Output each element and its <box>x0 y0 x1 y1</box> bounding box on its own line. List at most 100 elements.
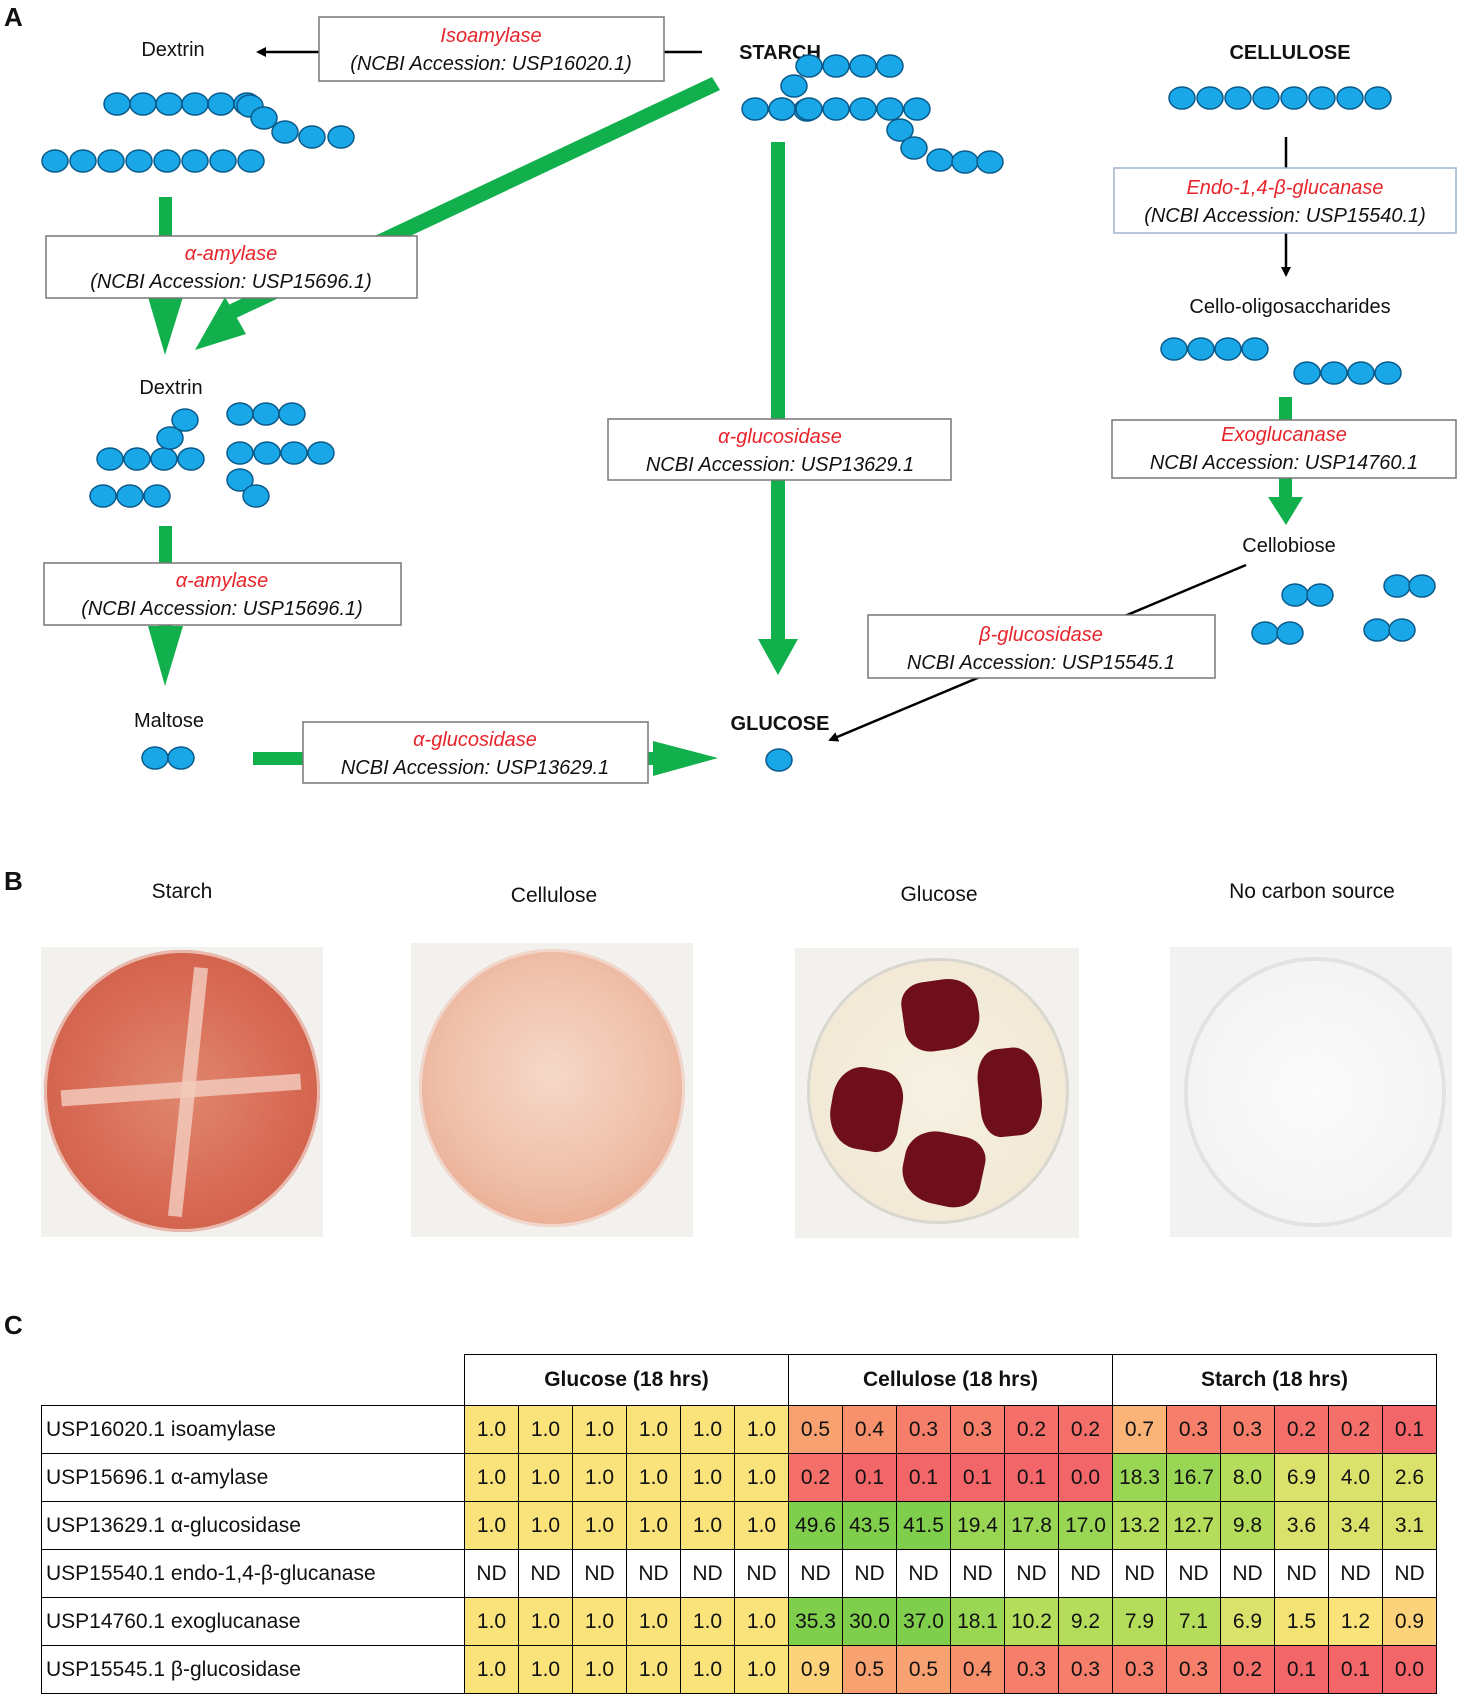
heatmap-cell: 0.3 <box>1004 1645 1059 1694</box>
heatmap-cell: 0.9 <box>1382 1597 1437 1646</box>
glucose-label: GLUCOSE <box>731 713 830 735</box>
heatmap-cell: 0.9 <box>788 1645 843 1694</box>
glucose-bead <box>1276 621 1304 645</box>
glucose-bead <box>69 149 97 173</box>
heatmap-cell: 1.0 <box>518 1453 573 1502</box>
heatmap-cell: 1.0 <box>464 1453 519 1502</box>
dextrin-top-label: Dextrin <box>141 39 204 61</box>
heatmap-cell: 12.7 <box>1166 1501 1221 1550</box>
endoglucanase-acc: (NCBI Accession: USP15540.1) <box>1144 205 1426 227</box>
heatmap-cell: 8.0 <box>1220 1453 1275 1502</box>
heatmap-cell: 0.2 <box>1004 1405 1059 1454</box>
glucose-bead <box>103 92 131 116</box>
row-label: USP15540.1 endo-1,4-β-glucanase <box>41 1549 465 1598</box>
heatmap-cell: 41.5 <box>896 1501 951 1550</box>
glucose-bead <box>1320 361 1348 385</box>
glucose-bead <box>226 402 254 426</box>
amylase1-acc: (NCBI Accession: USP15696.1) <box>90 271 372 293</box>
glucose-bead <box>1168 86 1196 110</box>
panel-letter-c: C <box>4 1310 23 1340</box>
heatmap-cell: 0.3 <box>1220 1405 1275 1454</box>
heatmap-cell: 3.4 <box>1328 1501 1383 1550</box>
heatmap-cell: 1.0 <box>464 1597 519 1646</box>
heatmap-cell: 0.5 <box>788 1405 843 1454</box>
heatmap-cell: 1.0 <box>680 1501 735 1550</box>
glucose-bead <box>250 106 278 130</box>
heatmap-cell: ND <box>1166 1549 1221 1598</box>
heatmap-cell: 0.0 <box>1382 1645 1437 1694</box>
heatmap-cell: 0.0 <box>1058 1453 1113 1502</box>
glucose-bead <box>150 447 178 471</box>
heatmap-cell: 0.5 <box>842 1645 897 1694</box>
heatmap-cell: 0.3 <box>1112 1645 1167 1694</box>
glucose-bead <box>900 136 928 160</box>
heatmap-cell: ND <box>1328 1549 1383 1598</box>
glucose-bead <box>886 118 914 142</box>
glucose-bead <box>1251 621 1279 645</box>
expression-heatmap-table: Glucose (18 hrs) Cellulose (18 hrs) Star… <box>41 1354 1437 1694</box>
plate-label-no-carbon: No carbon source <box>1229 880 1395 903</box>
heatmap-cell: 0.5 <box>896 1645 951 1694</box>
heatmap-cell: 0.3 <box>896 1405 951 1454</box>
row-label: USP15696.1 α-amylase <box>41 1453 465 1502</box>
heatmap-cell: 1.0 <box>518 1501 573 1550</box>
heatmap-cell: 18.1 <box>950 1597 1005 1646</box>
glucose-bead <box>278 402 306 426</box>
heatmap-cell: 0.3 <box>1166 1405 1221 1454</box>
glucose-bead <box>1160 337 1188 361</box>
heatmap-cell: 0.3 <box>1058 1645 1113 1694</box>
heatmap-cell: 17.8 <box>1004 1501 1059 1550</box>
glucose-bead <box>1187 337 1215 361</box>
heatmap-cell: ND <box>1382 1549 1437 1598</box>
glucose-bead <box>271 120 299 144</box>
glucose-bead <box>116 484 144 508</box>
isoamylase-name: Isoamylase <box>440 25 541 47</box>
glucose-bead <box>129 92 157 116</box>
amylase2-acc: (NCBI Accession: USP15696.1) <box>81 598 363 620</box>
heatmap-cell: ND <box>734 1549 789 1598</box>
heatmap-cell: 1.0 <box>464 1405 519 1454</box>
heatmap-cell: 4.0 <box>1328 1453 1383 1502</box>
bglucosidase-acc: NCBI Accession: USP15545.1 <box>907 652 1175 674</box>
glucose-bead <box>1293 361 1321 385</box>
heatmap-cell: 3.6 <box>1274 1501 1329 1550</box>
heatmap-cell: 1.0 <box>680 1405 735 1454</box>
heatmap-cell: 1.5 <box>1274 1597 1329 1646</box>
row-label: USP13629.1 α-glucosidase <box>41 1501 465 1550</box>
heatmap-cell: 9.2 <box>1058 1597 1113 1646</box>
heatmap-cell: 7.1 <box>1166 1597 1221 1646</box>
plate-photo-cellulose <box>411 943 693 1237</box>
glucosidase-bot-name: α-glucosidase <box>413 729 537 751</box>
heatmap-cell: 1.0 <box>518 1405 573 1454</box>
heatmap-cell: ND <box>1274 1549 1329 1598</box>
group-header-starch: Starch (18 hrs) <box>1112 1354 1437 1406</box>
glucose-bead <box>153 149 181 173</box>
glucose-bead <box>181 149 209 173</box>
heatmap-cell: ND <box>842 1549 897 1598</box>
heatmap-cell: 0.7 <box>1112 1405 1167 1454</box>
heatmap-cell: 0.3 <box>950 1405 1005 1454</box>
heatmap-cell: 1.0 <box>734 1405 789 1454</box>
group-header-cellulose: Cellulose (18 hrs) <box>788 1354 1113 1406</box>
heatmap-cell: ND <box>1058 1549 1113 1598</box>
glucosidase-mid-name: α-glucosidase <box>718 426 842 448</box>
glucose-bead <box>327 125 355 149</box>
maltose-label: Maltose <box>134 710 204 732</box>
heatmap-cell: 0.1 <box>842 1453 897 1502</box>
exoglucanase-acc: NCBI Accession: USP14760.1 <box>1150 452 1418 474</box>
heatmap-cell: 1.0 <box>572 1597 627 1646</box>
heatmap-cell: 1.0 <box>680 1453 735 1502</box>
heatmap-cell: 1.0 <box>518 1645 573 1694</box>
glucose-bead <box>242 484 270 508</box>
heatmap-cell: 1.0 <box>572 1405 627 1454</box>
cellulose-label: CELLULOSE <box>1229 42 1350 64</box>
plate-label-glucose: Glucose <box>900 883 978 906</box>
glucose-bead <box>280 441 308 465</box>
heatmap-cell: 3.1 <box>1382 1501 1437 1550</box>
glucose-bead <box>1336 86 1364 110</box>
cellobiose-label: Cellobiose <box>1242 535 1335 557</box>
glucose-bead <box>976 150 1004 174</box>
heatmap-cell: 13.2 <box>1112 1501 1167 1550</box>
